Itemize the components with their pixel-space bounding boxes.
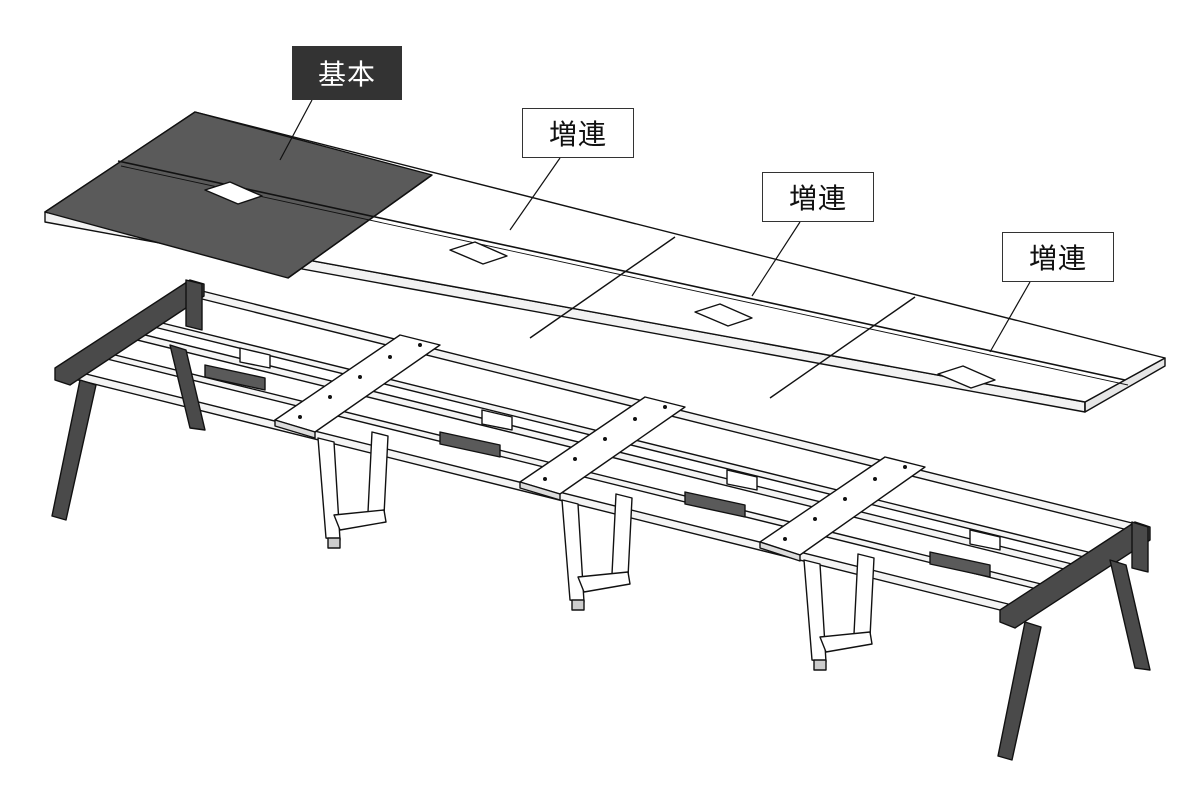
middle-legs bbox=[317, 431, 875, 671]
extension-label-1: 増連 bbox=[522, 108, 634, 158]
end-frame-right bbox=[997, 521, 1151, 761]
basic-label: 基本 bbox=[292, 46, 402, 100]
leader-lines bbox=[279, 99, 1031, 353]
tabletop bbox=[44, 111, 1166, 413]
connecting-plates bbox=[274, 334, 926, 562]
cable-trays bbox=[204, 364, 991, 578]
extension-label-3: 増連 bbox=[1002, 232, 1114, 282]
cable-grommets bbox=[204, 181, 996, 389]
plate-holes bbox=[298, 343, 907, 541]
end-frame-left bbox=[51, 279, 206, 521]
brackets bbox=[239, 347, 1001, 551]
extension-label-2: 増連 bbox=[762, 172, 874, 222]
